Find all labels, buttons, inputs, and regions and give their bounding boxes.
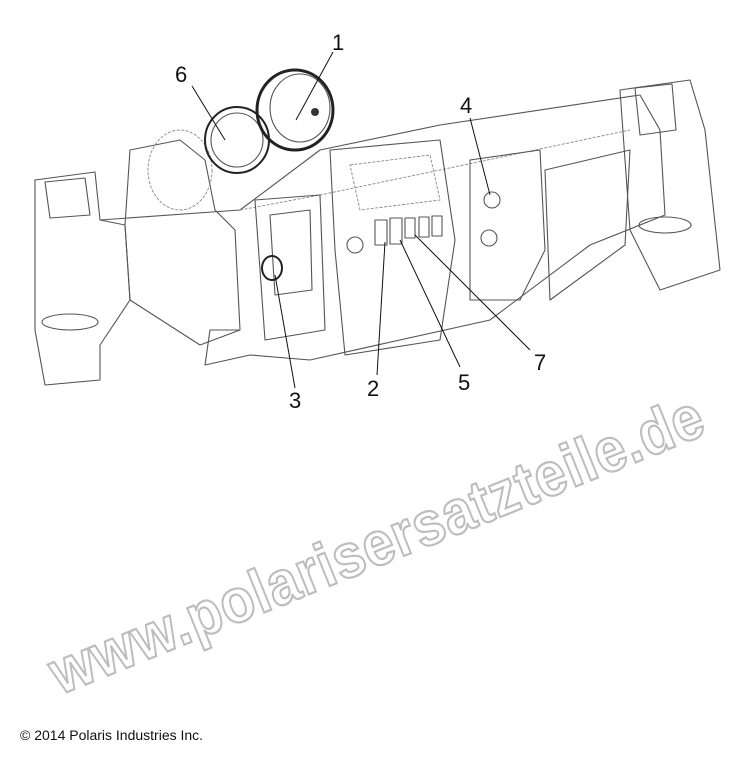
leader-line-1 <box>295 51 334 121</box>
callout-1: 1 <box>332 30 344 55</box>
callout-4: 4 <box>460 93 472 118</box>
callout-2: 2 <box>367 376 379 401</box>
callouts: 1 6 4 3 2 5 7 <box>175 30 546 413</box>
copyright-notice: © 2014 Polaris Industries Inc. <box>20 727 204 743</box>
leader-line-4 <box>469 117 491 196</box>
callout-5: 5 <box>458 370 470 395</box>
watermark: www.polarisersatzteile.de <box>39 382 715 709</box>
callout-6: 6 <box>175 62 187 87</box>
callout-3: 3 <box>289 388 301 413</box>
leader-line-5 <box>399 239 461 368</box>
dashboard-assembly <box>34 68 721 386</box>
leader-line-3 <box>274 274 296 389</box>
callout-7: 7 <box>534 350 546 375</box>
leader-line-2 <box>376 241 386 376</box>
leader-line-7 <box>414 234 531 351</box>
leader-line-6 <box>191 85 226 141</box>
